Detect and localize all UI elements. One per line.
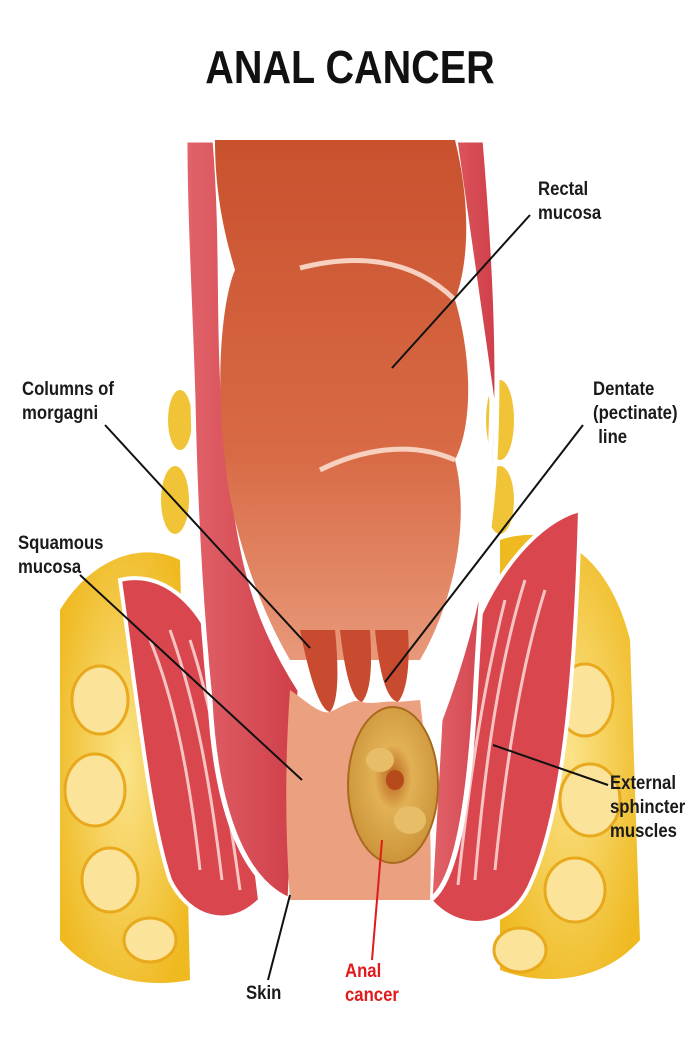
- label-anal-cancer: Anal cancer: [345, 960, 399, 1008]
- columns-of-morgagni: [300, 630, 409, 712]
- label-line: Anal: [345, 961, 382, 982]
- label-line: morgagni: [22, 403, 99, 424]
- label-rectal-mucosa: Rectal mucosa: [538, 178, 601, 226]
- mucosal-fold-upper: [299, 258, 457, 302]
- label-line: Dentate: [593, 379, 655, 400]
- label-line: Columns of: [22, 379, 114, 400]
- leader-lines: [79, 214, 609, 981]
- label-line: mucosa: [18, 557, 82, 578]
- label-line: line: [598, 427, 628, 448]
- page-title: ANAL CANCER: [205, 41, 495, 93]
- label-line: External: [610, 773, 676, 794]
- label-line: cancer: [345, 985, 399, 1006]
- leader-anal-cancer: [371, 839, 383, 961]
- rectal-wall-right: [427, 137, 500, 905]
- label-line: mucosa: [538, 203, 602, 224]
- leader-rectal-mucosa: [391, 214, 531, 369]
- label-skin: Skin: [246, 982, 281, 1006]
- label-line: sphincter: [610, 797, 686, 818]
- label-line: Skin: [246, 983, 282, 1004]
- label-columns-of-morgagni: Columns of morgagni: [22, 378, 114, 426]
- leader-external-sphincter: [492, 744, 609, 786]
- label-line: Rectal: [538, 179, 589, 200]
- leader-squamous-mucosa: [79, 574, 303, 781]
- external-sphincter-left: [117, 576, 263, 920]
- mucosal-fold-lower: [318, 446, 457, 473]
- label-external-sphincter-muscles: External sphincter muscles: [610, 772, 685, 844]
- label-line: (pectinate): [593, 403, 678, 424]
- leader-dentate-line: [384, 424, 584, 683]
- leader-columns-of-morgagni: [104, 424, 311, 649]
- label-dentate-line: Dentate (pectinate) line: [593, 378, 678, 450]
- label-line: Squamous: [18, 533, 104, 554]
- label-line: muscles: [610, 821, 677, 842]
- label-squamous-mucosa: Squamous mucosa: [18, 532, 103, 580]
- leader-skin: [267, 894, 291, 981]
- anal-cancer-tumor: [347, 706, 439, 864]
